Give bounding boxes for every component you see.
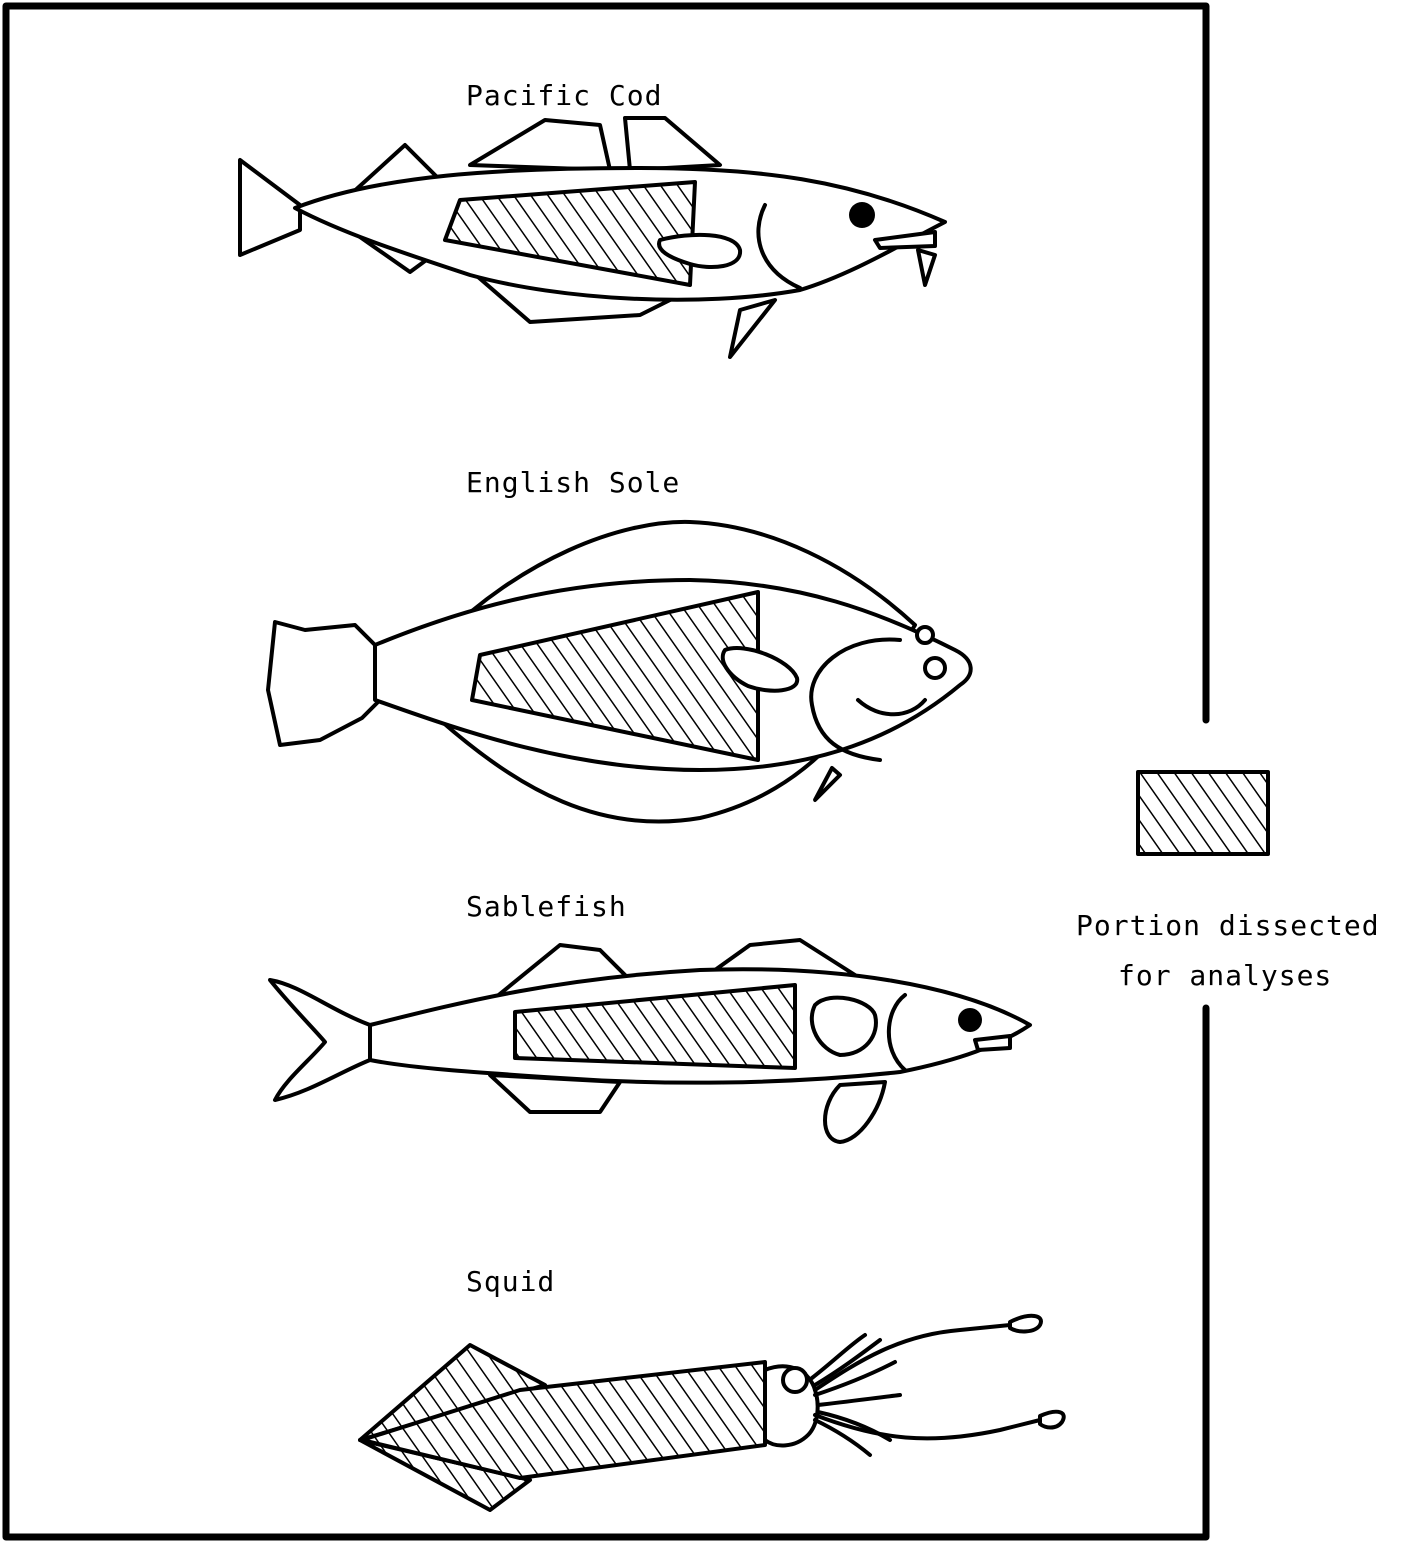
sole-tail-fin xyxy=(268,622,380,745)
legend-line-2: for analyses xyxy=(1118,959,1332,992)
squid-eye xyxy=(783,1368,807,1392)
cod-dorsal-fin-3 xyxy=(625,118,720,170)
squid-figure: Squid xyxy=(360,1265,1064,1510)
sable-tail-fin xyxy=(270,980,370,1100)
legend-hatch-swatch xyxy=(1138,772,1268,854)
pacific-cod-figure: Pacific Cod xyxy=(240,79,945,357)
sole-eye-lower xyxy=(925,658,945,678)
sole-eye-upper xyxy=(917,627,933,643)
sable-mouth xyxy=(975,1036,1010,1050)
squid-tentacle-lower xyxy=(815,1415,1040,1438)
cod-dorsal-fin-2 xyxy=(470,120,610,170)
legend-line-1: Portion dissected xyxy=(1076,909,1380,942)
squid-label: Squid xyxy=(466,1265,555,1298)
cod-eye xyxy=(849,202,875,228)
english-sole-label: English Sole xyxy=(466,466,680,499)
english-sole-figure: English Sole xyxy=(268,466,971,822)
sable-pectoral-fin xyxy=(812,998,876,1055)
sole-pelvic-fin xyxy=(815,768,840,800)
legend: Portion dissected for analyses xyxy=(1076,772,1380,992)
cod-barbel xyxy=(918,250,935,285)
squid-tentacle-upper xyxy=(815,1325,1010,1390)
sablefish-figure: Sablefish xyxy=(270,890,1030,1142)
squid-tentacle-club-lower xyxy=(1040,1412,1064,1428)
squid-tentacle-club-upper xyxy=(1010,1316,1041,1332)
sable-eye xyxy=(958,1008,982,1032)
pacific-cod-label: Pacific Cod xyxy=(466,79,662,112)
cod-pelvic-fin xyxy=(730,300,775,357)
cod-tail-fin xyxy=(240,160,300,255)
sablefish-label: Sablefish xyxy=(466,890,627,923)
sable-pelvic-fin xyxy=(825,1082,885,1142)
